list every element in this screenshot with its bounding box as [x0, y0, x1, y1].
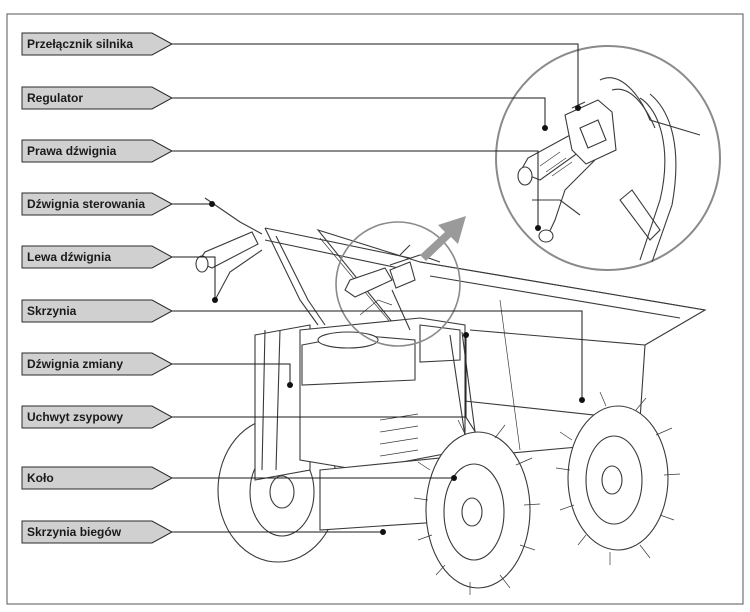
- leader-lines: [172, 43, 583, 533]
- label-skrzynia: Skrzynia: [21, 299, 174, 323]
- magnify-arrow: [420, 216, 466, 261]
- magnified-detail: [495, 45, 721, 271]
- label-skrzynia-biegow: Skrzynia biegów: [21, 520, 174, 544]
- svg-text:Prawa dźwignia: Prawa dźwignia: [27, 144, 117, 158]
- svg-text:Dźwignia zmiany: Dźwignia zmiany: [27, 357, 123, 371]
- svg-text:Przełącznik silnika: Przełącznik silnika: [27, 37, 133, 51]
- leader-lewa-dzwignia: [172, 256, 216, 300]
- label-dzwignia-sterowania: Dźwignia sterowania: [21, 192, 174, 216]
- label-kolo: Koło: [21, 466, 174, 490]
- leader-endpoints: [209, 105, 585, 535]
- leader-skrzynia: [172, 310, 583, 400]
- hopper: [316, 228, 707, 456]
- label-uchwyt-zsypowy: Uchwyt zsypowy: [21, 405, 174, 429]
- svg-text:Skrzynia biegów: Skrzynia biegów: [27, 525, 122, 539]
- svg-text:Lewa dźwignia: Lewa dźwignia: [27, 250, 111, 264]
- label-przelacznik-silnika: Przełącznik silnika: [21, 32, 174, 56]
- machine-illustration: [195, 197, 707, 595]
- handlebar-frame: [195, 197, 411, 326]
- label-lewa-dzwignia: Lewa dźwignia: [21, 245, 174, 269]
- frame-border: [6, 13, 744, 605]
- svg-text:Koło: Koło: [27, 471, 54, 485]
- svg-text:Regulator: Regulator: [27, 91, 83, 105]
- leader-prawa-dzwignia: [172, 150, 539, 228]
- svg-text:Uchwyt zsypowy: Uchwyt zsypowy: [27, 410, 123, 424]
- svg-text:Dźwignia sterowania: Dźwignia sterowania: [27, 197, 145, 211]
- leader-przelacznik-silnika: [172, 43, 579, 108]
- leader-uchwyt-zsypowy: [172, 335, 467, 418]
- leader-regulator: [172, 97, 546, 128]
- label-tabs: Przełącznik silnika Regulator Prawa dźwi…: [21, 32, 174, 544]
- label-prawa-dzwignia: Prawa dźwignia: [21, 139, 174, 163]
- detail-circle-small: [335, 221, 461, 347]
- svg-text:Skrzynia: Skrzynia: [27, 304, 77, 318]
- front-wheel-right: [555, 391, 681, 565]
- detail-circle-large: [495, 45, 721, 271]
- label-regulator: Regulator: [21, 86, 174, 110]
- label-dzwignia-zmiany: Dźwignia zmiany: [21, 352, 174, 376]
- leader-dzwignia-zmiany: [172, 363, 291, 385]
- front-wheel-left: [413, 419, 541, 595]
